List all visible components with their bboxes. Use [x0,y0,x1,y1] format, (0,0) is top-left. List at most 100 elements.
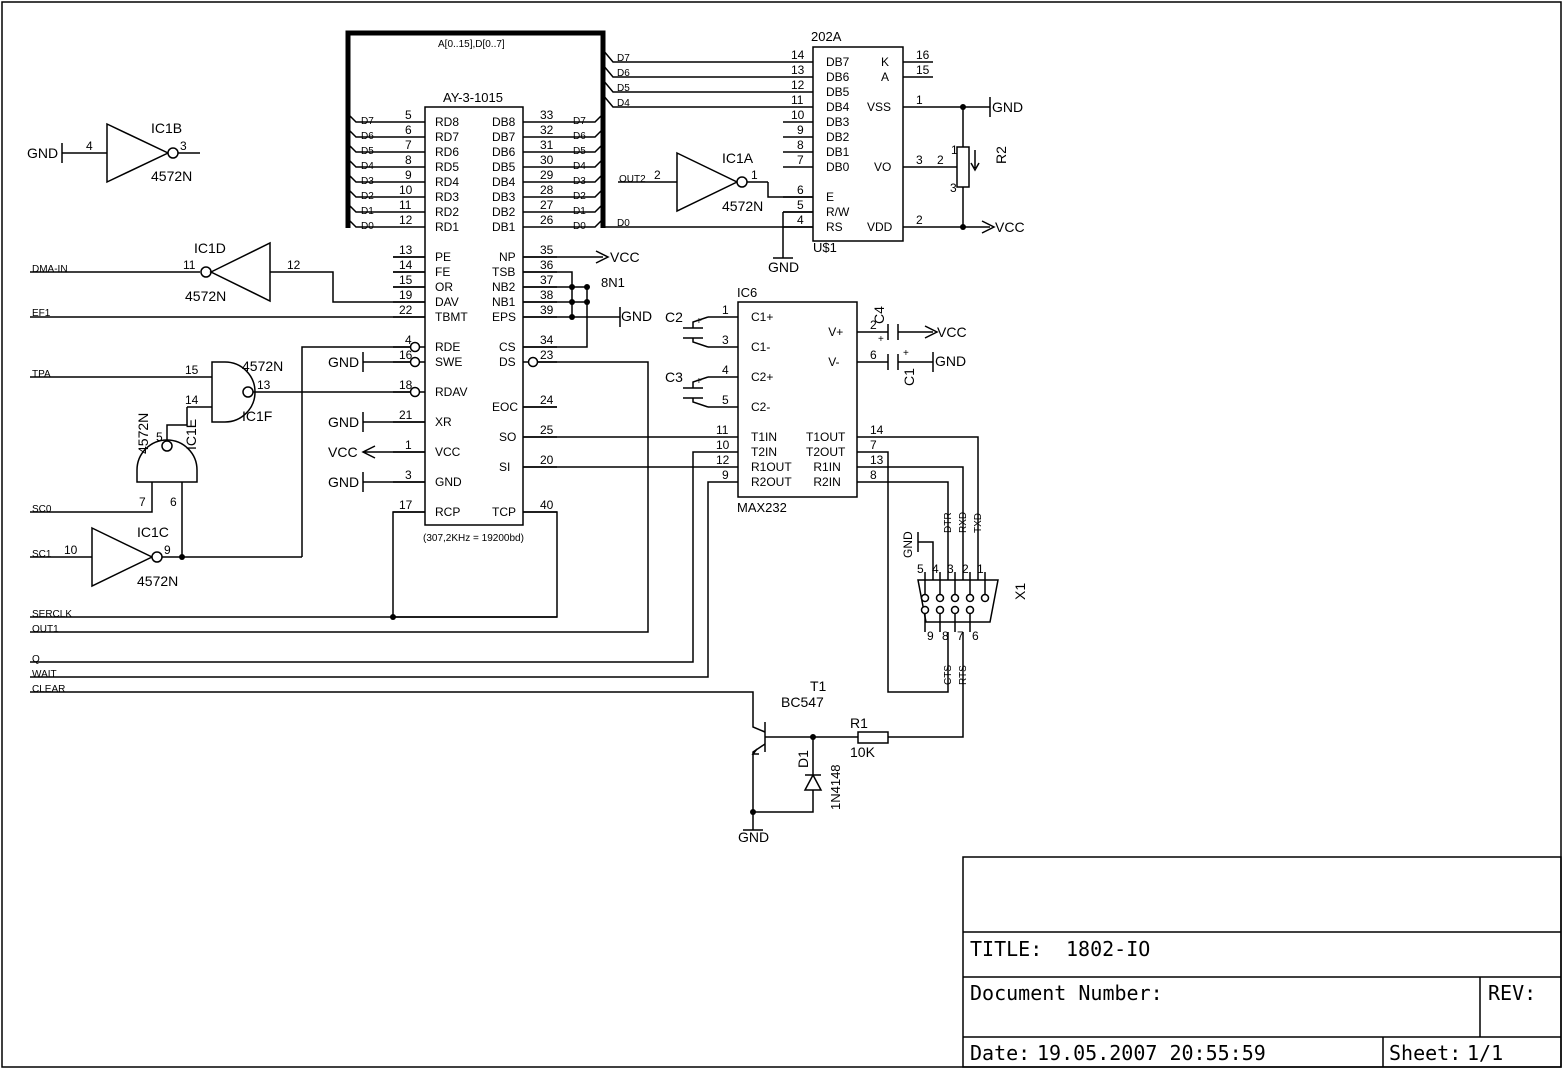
lcd-pin-number: 8 [797,138,804,152]
max232-caps: C2 + C3 + VCC C4 + GND C1 + [665,306,967,408]
uart-pin-number: 38 [540,288,554,302]
max232-pin-name: R1OUT [751,460,792,474]
svg-text:C4: C4 [871,306,887,324]
bus-tap [347,128,393,138]
bus-tap [557,173,604,183]
lcd-pin-number: 16 [916,48,930,62]
uart-pin-number: 39 [540,303,554,317]
svg-text:+: + [696,316,702,327]
uart-pin-name: VCC [435,445,461,459]
svg-text:GND: GND [328,474,359,490]
svg-text:DTR: DTR [943,512,954,533]
db9-contact [950,593,960,603]
bus-tap [557,113,604,123]
svg-text:GND: GND [768,259,799,275]
uart-pin-name: TBMT [435,310,468,324]
svg-text:RTS: RTS [958,665,969,685]
svg-text:GND: GND [27,145,58,161]
uart-pin-name: RD5 [435,160,459,174]
max232-pin-number: 14 [870,423,884,437]
svg-text:R2: R2 [993,146,1009,164]
bus-net-label: D4 [573,161,586,172]
uart-pin-name: DB1 [492,220,516,234]
svg-text:2: 2 [937,153,944,167]
transistor-t1: GND T1 BC547 [30,678,858,845]
max232-pin-name: C1- [751,340,770,354]
svg-text:10K: 10K [850,744,876,760]
svg-text:IC6: IC6 [737,285,757,300]
lcd-pin-number: 12 [791,78,805,92]
uart-pin-name: DB5 [492,160,516,174]
uart-pin-number: 10 [399,183,413,197]
db9-contact [950,605,960,615]
svg-text:C2: C2 [665,309,683,325]
uart-name: AY-3-1015 [443,90,503,105]
uart-pin-name: RD8 [435,115,459,129]
max232-pin-number: 1 [722,303,729,317]
max232-pin-number: 10 [716,438,730,452]
uart-pin-name: SWE [435,355,462,369]
lcd-pin-name: DB4 [826,100,850,114]
svg-text:CLEAR: CLEAR [32,684,65,695]
db9-contact [920,593,930,603]
docnum-label: Document Number: [970,981,1163,1005]
svg-text:TXD: TXD [973,513,984,533]
uart-pin-number: 30 [540,153,554,167]
uart-pin-number: 29 [540,168,554,182]
max232-pin-name: R1IN [813,460,840,474]
bus-net-label: D2 [573,191,586,202]
uart-pin-name: DS [499,355,516,369]
uart-pin-number: 34 [540,333,554,347]
inverter-ic1a: OUT2 2 1 IC1A 4572N [618,150,768,214]
max232-pin-number: 3 [722,333,729,347]
lcd-pin-name: VSS [867,100,891,114]
lcd-pin-number: 5 [797,198,804,212]
db9-contact [935,593,945,603]
svg-text:GND: GND [328,414,359,430]
lcd-pin-number: 9 [797,123,804,137]
uart-left-wiring: GND GND VCC GND [30,256,425,492]
title-block: TITLE: 1802-IO Document Number: REV: Dat… [962,856,1562,1068]
svg-text:7: 7 [139,495,146,509]
max232-pin-number: 5 [722,393,729,407]
db9-pin-number: 1 [977,562,984,576]
lcd-pin-number: 11 [791,93,804,107]
uart-pin-name: DB3 [492,190,516,204]
uart-pin-number: 23 [540,348,554,362]
lcd-pin-number: 7 [797,153,804,167]
left-nets: DMA-IN EF1 TPA SC0 SC1 SERCLK OUT1 Q WAI… [30,264,557,695]
db9-contact [980,593,990,603]
bus-tap [557,218,604,228]
lcd-pin-name: R/W [826,205,850,219]
max232-pin-name: T1IN [751,430,777,444]
svg-text:D1: D1 [795,750,811,768]
max232-pin-number: 2 [870,318,877,332]
uart-pin-number: 13 [399,243,413,257]
svg-text:6: 6 [170,495,177,509]
svg-text:15: 15 [185,363,199,377]
uart-pin-number: 14 [399,258,413,272]
uart-pin-number: 3 [405,468,412,482]
inverter-ic1c: 10 9 IC1C 4572N [30,524,302,589]
rev-label: REV: [1488,981,1536,1005]
bus-tap [347,158,393,168]
svg-text:DMA-IN: DMA-IN [32,264,68,275]
svg-text:+: + [696,376,702,387]
svg-text:+: + [878,334,884,345]
uart-pin-name: DB2 [492,205,516,219]
svg-text:T1: T1 [810,678,827,694]
lcd-pin-name: DB7 [826,55,850,69]
uart-right-wiring: VCC GND [30,249,738,633]
db9-contact [965,593,975,603]
svg-text:MAX232: MAX232 [737,500,787,515]
svg-text:IC1C: IC1C [137,524,169,540]
uart-pin-number: 15 [399,273,413,287]
bus-net-label: D3 [573,176,586,187]
lcd-pin-name: VDD [867,220,893,234]
uart-pin-name: XR [435,415,452,429]
max232-pin-number: 8 [870,468,877,482]
bus-tap [557,203,604,213]
max232-pin-name: V+ [828,325,843,339]
